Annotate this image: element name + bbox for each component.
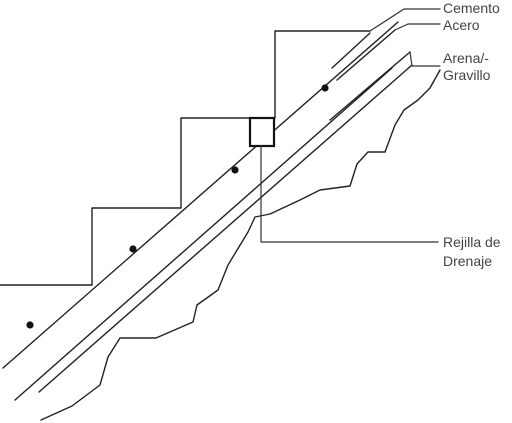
label-sand-line2: Gravillo [443, 67, 491, 83]
steel-layer-mark [336, 29, 396, 81]
sand-layer-mark [329, 51, 411, 121]
label-steel: Acero [443, 17, 480, 33]
wall-front-face [2, 21, 399, 369]
cement-layer-mark [331, 32, 371, 69]
label-drain-line2: Drenaje [443, 253, 492, 269]
soil-gravel-boundary [40, 69, 441, 421]
sand-leader-line [409, 51, 441, 67]
stepped-terrain-outline [0, 30, 371, 286]
label-drain-line1: Rejilla de [443, 234, 501, 250]
steel-leader-line [394, 23, 441, 31]
rebar-dot [129, 245, 137, 253]
drainage-grate-box [248, 116, 276, 148]
drain-leader-line [260, 145, 439, 243]
cement-leader-line [369, 8, 441, 32]
rebar-dot [231, 166, 239, 174]
wall-back-face [38, 64, 413, 393]
rebar-dot [321, 84, 329, 92]
rebar-dot [26, 321, 34, 329]
label-cement: Cemento [443, 0, 500, 16]
label-sand-line1: Arena/- [443, 50, 489, 66]
wall-inner-line [14, 67, 393, 401]
